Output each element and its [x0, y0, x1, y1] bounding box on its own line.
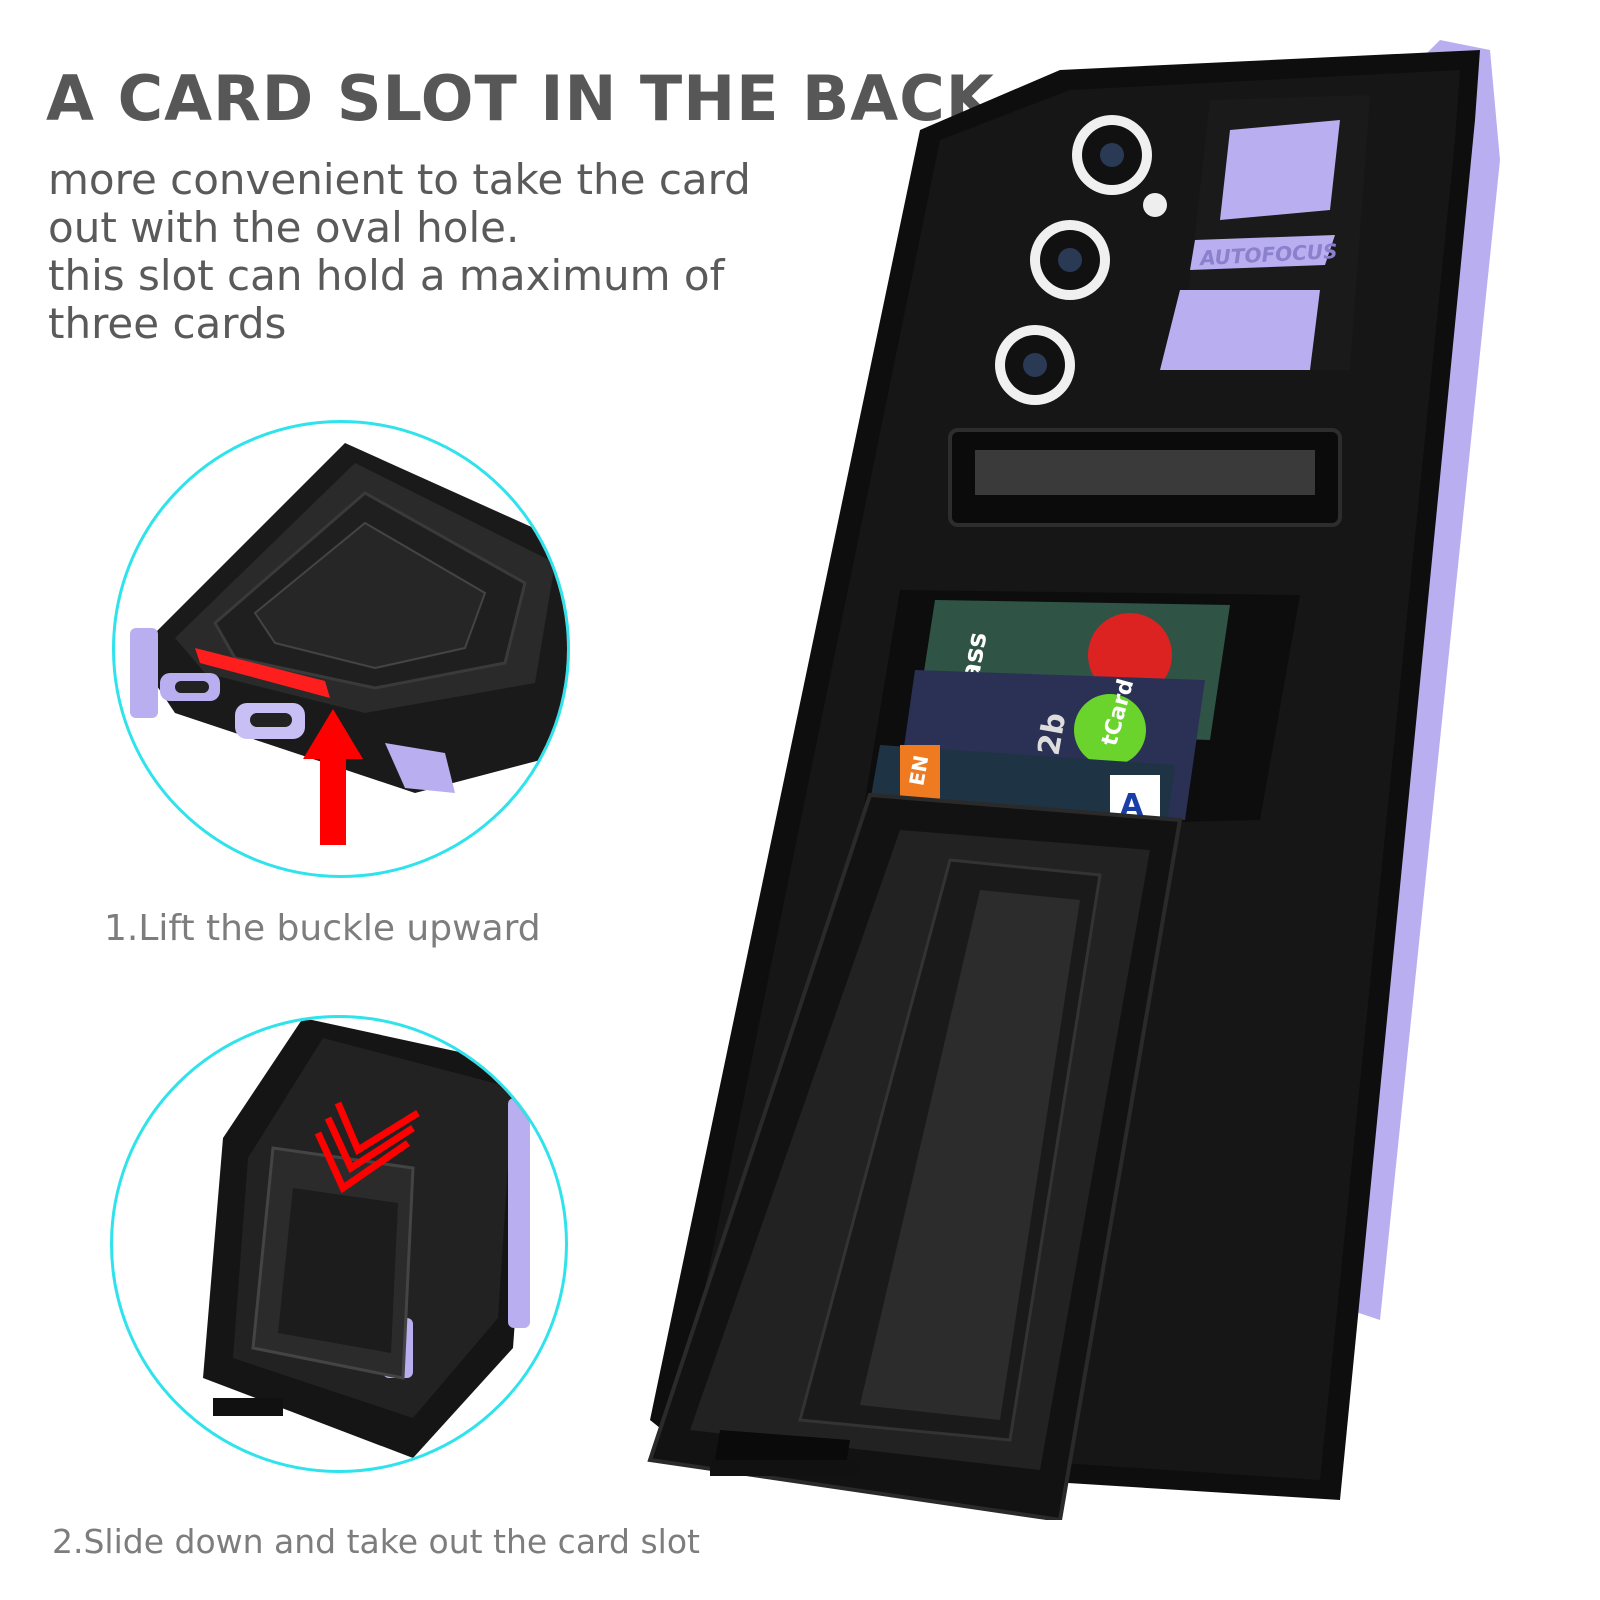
phone-case-image: AUTOFOCUS ass tCard 2b	[620, 40, 1570, 1520]
description-line: this slot can hold a maximum of	[48, 251, 725, 300]
chevron-down-icon	[314, 1101, 420, 1194]
svg-text:EN: EN	[904, 753, 933, 787]
buckle-closeup-image	[112, 420, 570, 878]
page-title: A CARD SLOT IN THE BACK	[46, 62, 995, 135]
slide-closeup-image	[110, 1015, 568, 1473]
product-description: more convenient to take the card out wit…	[48, 156, 751, 348]
camera-lens	[1072, 115, 1152, 195]
description-line: more convenient to take the card	[48, 155, 751, 204]
arrow-up-icon	[320, 753, 346, 845]
step-2-label: 2.Slide down and take out the card slot	[52, 1522, 700, 1561]
description-line: out with the oval hole.	[48, 203, 520, 252]
step-1-label: 1.Lift the buckle upward	[104, 908, 541, 949]
svg-text:2b: 2b	[1032, 710, 1074, 758]
camera-lens	[995, 325, 1075, 405]
description-line: three cards	[48, 299, 287, 348]
camera-lens	[1030, 220, 1110, 300]
